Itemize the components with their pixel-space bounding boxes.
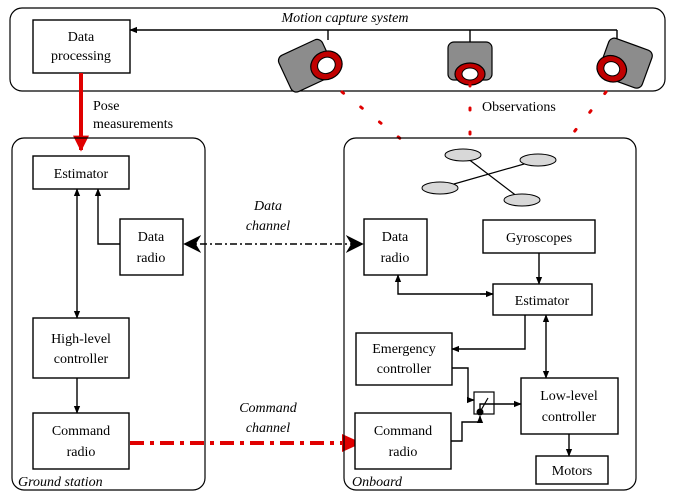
svg-text:Estimator: Estimator <box>515 294 570 309</box>
data-processing-box: Data processing <box>32 19 131 74</box>
pose-label-2: measurements <box>93 117 173 132</box>
camera-icon <box>277 38 343 93</box>
svg-text:Data: Data <box>253 199 282 214</box>
data-processing-label-1: Data <box>68 30 95 45</box>
svg-text:controller: controller <box>542 410 597 425</box>
gs-command-radio-box: Command radio <box>32 412 130 470</box>
camera-bus <box>129 26 618 42</box>
svg-text:Command: Command <box>374 424 432 439</box>
ob-command-radio-box: Command radio <box>354 412 452 470</box>
svg-text:channel: channel <box>246 219 290 234</box>
svg-text:radio: radio <box>137 251 166 266</box>
camera-icon <box>596 37 653 89</box>
svg-text:radio: radio <box>67 445 96 460</box>
ob-gyroscopes-box: Gyroscopes <box>482 219 596 254</box>
data-processing-label-2: processing <box>51 49 111 64</box>
ob-estimator-box: Estimator <box>492 283 593 316</box>
onboard-title: Onboard <box>352 475 403 490</box>
ob-data-radio-box: Data radio <box>363 218 428 276</box>
gs-data-radio-box: Data radio <box>119 218 184 276</box>
svg-text:Command: Command <box>52 424 110 439</box>
svg-text:controller: controller <box>54 352 109 367</box>
ground-station-title: Ground station <box>18 475 103 490</box>
observation-rays: Observations <box>340 82 608 150</box>
data-channel-link: Data channel <box>183 199 364 253</box>
command-switch-link <box>451 415 484 442</box>
observations-label: Observations <box>482 100 556 115</box>
estimator-radio-link <box>394 274 493 295</box>
ob-low-level-controller-box: Low-level controller <box>520 377 619 435</box>
svg-text:Emergency: Emergency <box>372 342 436 357</box>
svg-text:Command: Command <box>239 401 298 416</box>
svg-text:Estimator: Estimator <box>54 167 109 182</box>
motion-capture-title: Motion capture system <box>280 11 408 26</box>
svg-text:High-level: High-level <box>51 332 111 347</box>
svg-text:Motors: Motors <box>552 464 592 479</box>
ob-motors-box: Motors <box>535 455 609 485</box>
svg-text:Gyroscopes: Gyroscopes <box>506 231 572 246</box>
svg-text:channel: channel <box>246 421 290 436</box>
svg-text:Data: Data <box>138 230 165 245</box>
svg-text:Data: Data <box>382 230 409 245</box>
svg-text:radio: radio <box>389 445 418 460</box>
pose-measurements-link: Pose measurements <box>73 73 173 152</box>
gs-high-level-controller-box: High-level controller <box>32 317 130 379</box>
radio-estimator-link <box>94 188 120 245</box>
estimator-emergency-link <box>451 315 526 353</box>
switch-lowlevel-link <box>479 400 522 412</box>
svg-text:radio: radio <box>381 251 410 266</box>
motion-capture-region: Motion capture system Data processing <box>9 7 666 93</box>
emergency-switch-link <box>452 367 475 404</box>
ob-emergency-controller-box: Emergency controller <box>355 332 453 386</box>
command-channel-link: Command channel <box>130 401 362 452</box>
svg-text:Low-level: Low-level <box>540 389 598 404</box>
gs-estimator-box: Estimator <box>32 155 130 190</box>
camera-icon <box>447 41 493 86</box>
onboard-region: Onboard Data radio Gyroscopes Estimator … <box>343 137 637 491</box>
pose-label-1: Pose <box>93 99 119 114</box>
quadrotor-icon <box>421 148 557 207</box>
svg-text:controller: controller <box>377 362 432 377</box>
ground-station-region: Ground station Estimator Data radio High… <box>11 137 206 491</box>
